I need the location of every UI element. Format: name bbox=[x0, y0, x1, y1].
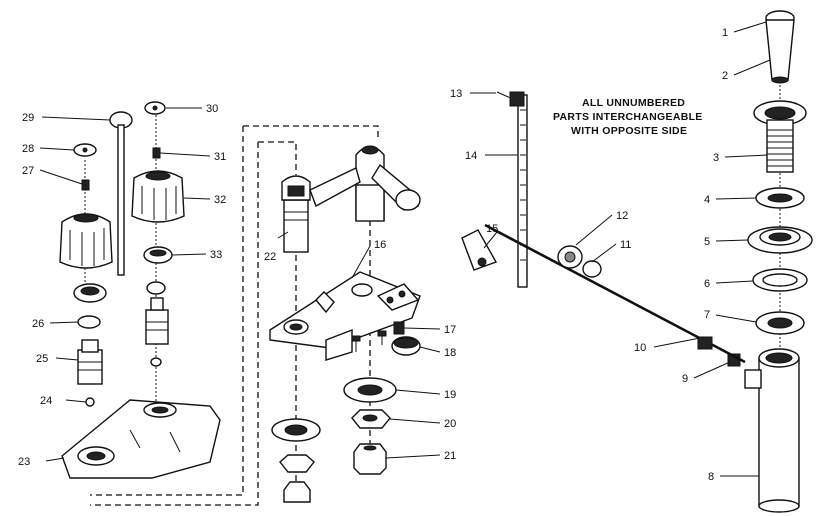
callout-8: 8 bbox=[708, 471, 714, 483]
callout-25: 25 bbox=[36, 353, 48, 365]
callout-3: 3 bbox=[713, 152, 719, 164]
callout-10: 10 bbox=[634, 342, 646, 354]
part-25-cartridge bbox=[77, 349, 103, 385]
leader-lines bbox=[39, 21, 771, 477]
interchangeable-note: ALL UNNUMBERED PARTS INTERCHANGEABLE WIT… bbox=[553, 97, 703, 137]
callout-23: 23 bbox=[18, 456, 30, 468]
callout-12: 12 bbox=[616, 210, 628, 222]
part-2-knob bbox=[765, 19, 795, 81]
callout-24: 24 bbox=[40, 395, 52, 407]
callout-14: 14 bbox=[465, 150, 477, 162]
callout-numbers: 1 2 3 4 5 6 7 8 9 10 11 12 13 14 15 16 1… bbox=[18, 27, 728, 483]
callout-17: 17 bbox=[444, 324, 456, 336]
lift-rod-assembly bbox=[461, 91, 746, 364]
part-26-washer bbox=[77, 315, 101, 329]
part-22-tube bbox=[283, 199, 309, 253]
callout-13: 13 bbox=[450, 88, 462, 100]
callout-5: 5 bbox=[704, 236, 710, 248]
note-line-1: ALL UNNUMBERED bbox=[582, 97, 685, 109]
part-15-clip bbox=[461, 229, 498, 271]
part-23-body bbox=[61, 399, 221, 479]
callout-16: 16 bbox=[374, 239, 386, 251]
part-14-strap bbox=[517, 94, 528, 288]
callout-9: 9 bbox=[682, 373, 688, 385]
part-3-tube bbox=[766, 119, 794, 173]
part-11-washer bbox=[582, 260, 602, 278]
part-32-handle bbox=[131, 170, 185, 223]
callout-30: 30 bbox=[206, 103, 218, 115]
callout-31: 31 bbox=[214, 151, 226, 163]
callout-18: 18 bbox=[444, 347, 456, 359]
callout-28: 28 bbox=[22, 143, 34, 155]
callout-20: 20 bbox=[444, 418, 456, 430]
callout-15: 15 bbox=[486, 223, 498, 235]
callout-6: 6 bbox=[704, 278, 710, 290]
part-24-washer bbox=[85, 397, 95, 407]
callout-11: 11 bbox=[620, 239, 631, 251]
drain-assembly bbox=[727, 10, 813, 513]
part-21-nut bbox=[353, 443, 387, 475]
part-29-rod bbox=[117, 124, 125, 276]
callout-27: 27 bbox=[22, 165, 34, 177]
callout-21: 21 bbox=[444, 450, 456, 462]
callout-2: 2 bbox=[722, 70, 728, 82]
callout-32: 32 bbox=[214, 194, 226, 206]
callout-4: 4 bbox=[704, 194, 710, 206]
callout-22: 22 bbox=[264, 251, 276, 263]
handle-valve-assembly bbox=[59, 101, 221, 479]
callout-7: 7 bbox=[704, 309, 710, 321]
note-line-2: PARTS INTERCHANGEABLE bbox=[553, 111, 703, 123]
callout-1: 1 bbox=[722, 27, 728, 39]
callout-33: 33 bbox=[210, 249, 222, 261]
callout-26: 26 bbox=[32, 318, 44, 330]
note-line-3: WITH OPPOSITE SIDE bbox=[571, 125, 687, 137]
spout-assembly bbox=[90, 125, 421, 506]
callout-19: 19 bbox=[444, 389, 456, 401]
callout-29: 29 bbox=[22, 112, 34, 124]
part-8-tailpiece bbox=[758, 357, 800, 507]
